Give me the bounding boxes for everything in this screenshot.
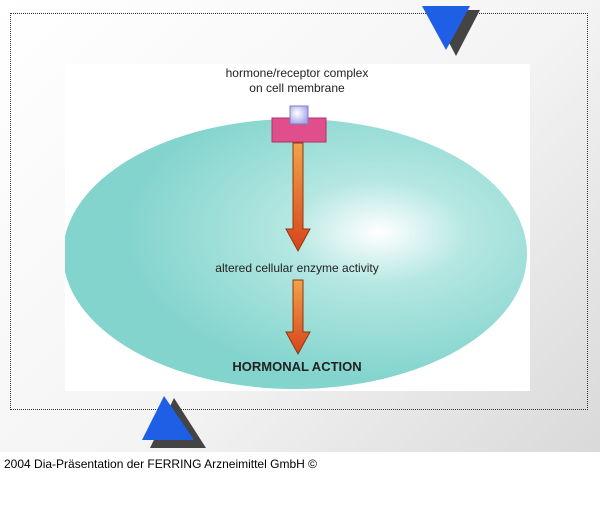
hormone-receptor-icon	[271, 105, 327, 143]
cell-diagram	[65, 105, 527, 389]
up-triangle-icon	[142, 396, 206, 448]
down-triangle-icon	[422, 6, 480, 56]
label-line-1: hormone/receptor complex	[225, 66, 369, 80]
diagram-panel: hormone/receptor complex on cell membran…	[65, 64, 530, 391]
arrow-shape	[285, 279, 311, 356]
slide-background: hormone/receptor complex on cell membran…	[0, 0, 600, 452]
slide-frame	[10, 13, 588, 410]
label-enzyme-activity: altered cellular enzyme activity	[215, 261, 379, 275]
label-hormone-receptor: hormone/receptor complex on cell membran…	[177, 66, 417, 96]
cell-body	[65, 119, 527, 389]
triangle-shape	[142, 396, 194, 440]
arrow-shape	[285, 142, 311, 253]
footer-copyright: 2004 Dia-Präsentation der FERRING Arznei…	[4, 457, 317, 471]
label-hormonal-action: HORMONAL ACTION	[232, 359, 362, 374]
hormone-shape	[289, 105, 309, 125]
down-arrow-icon	[285, 279, 311, 356]
label-line-2: on cell membrane	[249, 81, 345, 95]
triangle-shape	[422, 6, 470, 50]
down-arrow-icon	[285, 142, 311, 253]
